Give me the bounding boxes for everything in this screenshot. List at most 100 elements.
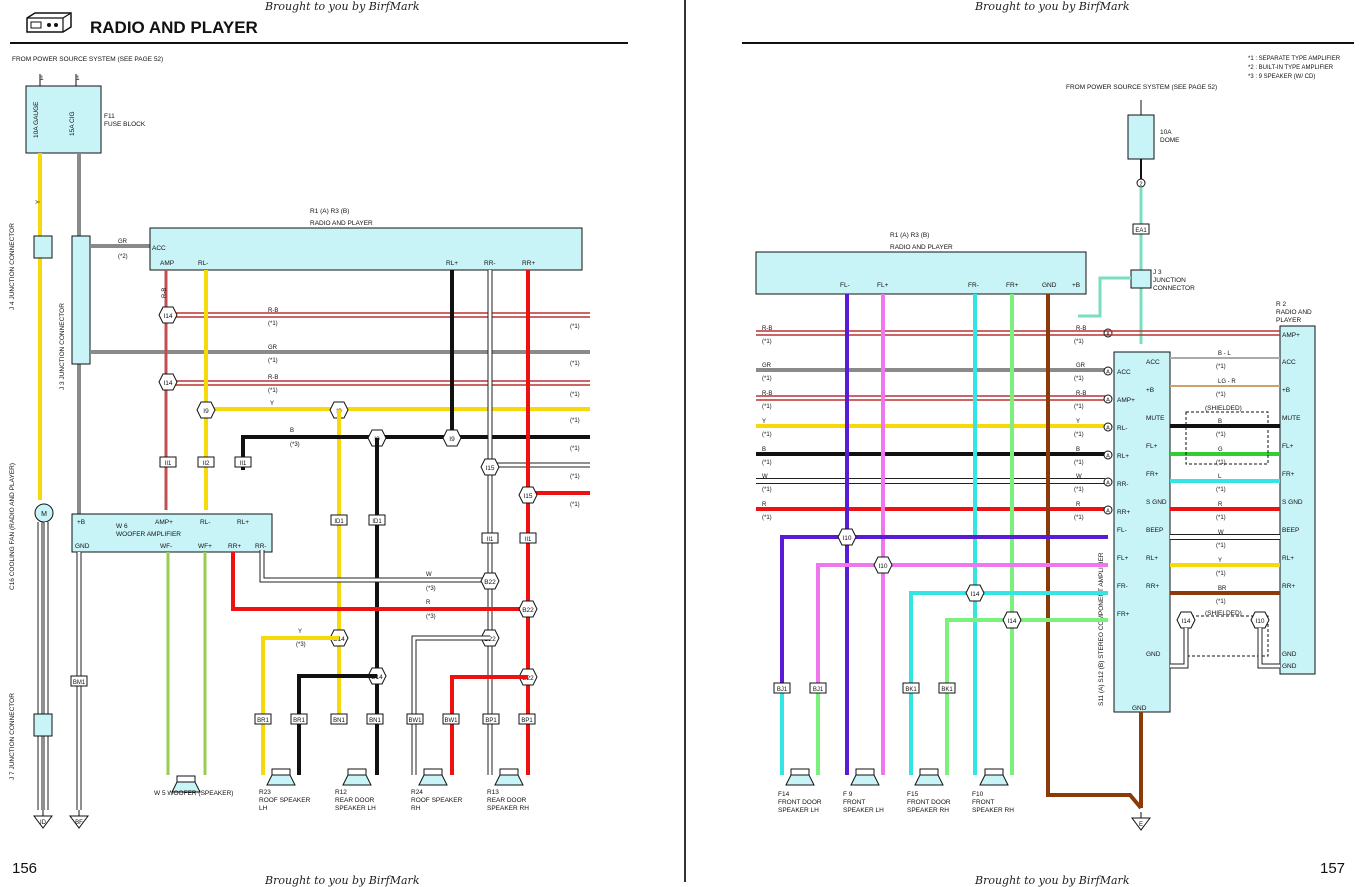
right-node-i10c bbox=[1250, 611, 1270, 629]
left-w-amp-label: W bbox=[426, 572, 432, 578]
right-spk-frontdoorrh-id: F15 bbox=[907, 791, 919, 798]
left-rb2-note: (*1) bbox=[268, 388, 278, 394]
right-j3-name2: CONNECTOR bbox=[1153, 285, 1195, 292]
left-spk-roofrh-conn-b bbox=[442, 713, 460, 725]
left-radio-pin-rlm: RL- bbox=[198, 260, 208, 267]
left-edge-note-1: (*1) bbox=[570, 361, 580, 367]
left-radio-name: RADIO AND PLAYER bbox=[310, 220, 373, 227]
left-spk-reardoorrh-conn-a-label: BP1 bbox=[485, 718, 497, 724]
right-spk-frontdoorrh-top bbox=[919, 768, 939, 776]
left-conn-id1-20 bbox=[368, 514, 386, 526]
left-fuse-block bbox=[25, 85, 102, 154]
left-y-roof-label: Y bbox=[298, 629, 302, 635]
left-spk-reardoorrh-cone bbox=[494, 774, 524, 786]
right-bus-1-label2: GR bbox=[1076, 363, 1086, 369]
right-bus-1-note2: (*1) bbox=[1074, 376, 1084, 382]
left-conn-ii1-17 bbox=[481, 532, 499, 544]
right-bus-5-pin bbox=[1103, 477, 1113, 487]
right-bus-5-pin-label: A bbox=[1106, 481, 1110, 487]
left-fuse1-pin: 1 bbox=[40, 75, 44, 82]
left-conn-ii1-18-label: II1 bbox=[525, 537, 532, 543]
left-node-b14a-label: B14 bbox=[333, 636, 345, 643]
right-amp-lpin-9: FR+ bbox=[1117, 611, 1130, 618]
right-r2-pin-8: RR+ bbox=[1282, 583, 1295, 590]
left-node-b22a-label: B22 bbox=[484, 579, 496, 586]
left-woofer-speaker-cone bbox=[171, 781, 201, 793]
right-bus-3-note: (*1) bbox=[762, 432, 772, 438]
right-amp-rpin-2: MUTE bbox=[1146, 415, 1165, 422]
left-node-i14a bbox=[158, 306, 178, 324]
left-spk-reardoorrh-conn-a bbox=[482, 713, 500, 725]
left-woofer-amp bbox=[71, 513, 273, 553]
header-credit-left: Brought to you by BirfMark bbox=[265, 0, 420, 13]
right-wire-wb-gnd1-outline bbox=[1170, 628, 1189, 669]
right-node-i14b bbox=[1002, 611, 1022, 629]
left-spk-rooflh-name2: LH bbox=[259, 805, 268, 812]
left-fan-motor-m: M bbox=[41, 511, 47, 518]
left-conn-bm1-label: BM1 bbox=[73, 680, 86, 686]
left-fuse-block-name: FUSE BLOCK bbox=[104, 121, 146, 128]
left-node-i9d bbox=[442, 429, 462, 447]
left-conn-ii1-15-label: II1 bbox=[165, 461, 172, 467]
right-bus-3-pin-label: A bbox=[1106, 426, 1110, 432]
left-b-bus-label: B bbox=[290, 428, 294, 434]
left-node-b22d-label: B22 bbox=[522, 675, 534, 682]
left-wire-r-roofrh bbox=[450, 675, 528, 775]
left-conn-ii2 bbox=[197, 456, 215, 468]
right-bus-3-label2: Y bbox=[1076, 419, 1080, 425]
right-radio-id: R1 (A) R3 (B) bbox=[890, 232, 929, 239]
left-node-i15a bbox=[480, 458, 500, 476]
right-legend-0: *1 : SEPARATE TYPE AMPLIFIER bbox=[1248, 56, 1341, 62]
left-wire-y-rooflh bbox=[261, 636, 339, 775]
right-radio-pin-frm: FR- bbox=[968, 282, 979, 289]
right-legend-1: *2 : BUILT-IN TYPE AMPLIFIER bbox=[1248, 65, 1334, 71]
right-radio-box bbox=[755, 251, 1087, 295]
left-y-roof-note: (*3) bbox=[296, 642, 306, 648]
left-j3-connector bbox=[71, 235, 91, 365]
right-amp-lpin-5: RR+ bbox=[1117, 509, 1130, 516]
left-r-amp-note: (*3) bbox=[426, 614, 436, 620]
right-bus-2-pin-label: A bbox=[1106, 398, 1110, 404]
title-rule-left bbox=[10, 42, 628, 44]
right-amp-rpin-1: +B bbox=[1146, 387, 1154, 394]
right-r2-pin-9: GND bbox=[1282, 651, 1297, 658]
right-r2-box bbox=[1279, 325, 1316, 675]
left-spk-roofrh-conn-a bbox=[406, 713, 424, 725]
right-spk-frontlh-cone bbox=[850, 774, 880, 786]
left-amp-pin-b: +B bbox=[77, 519, 85, 526]
left-ground-id bbox=[33, 810, 53, 829]
right-node-i10b bbox=[873, 556, 893, 574]
right-amp-rpin-7: RL+ bbox=[1146, 555, 1158, 562]
left-j4-label: J 4 JUNCTION CONNECTOR bbox=[9, 223, 16, 310]
right-wire-l-amp bbox=[909, 591, 1108, 690]
right-fuse-amp: 10A bbox=[1160, 129, 1172, 136]
right-amp-rpin-0: ACC bbox=[1146, 359, 1160, 366]
right-legend-2: *3 : 9 SPEAKER (W/ CD) bbox=[1248, 74, 1315, 80]
right-spk-frontrh-id: F10 bbox=[972, 791, 984, 798]
right-radio-pin-flm: FL- bbox=[840, 282, 850, 289]
right-r2wire-4-label: L bbox=[1218, 474, 1222, 480]
right-bus-5-note: (*1) bbox=[762, 487, 772, 493]
left-node-b22c-label: B22 bbox=[522, 607, 534, 614]
left-radio-id: R1 (A) R3 (B) bbox=[310, 208, 349, 215]
right-bus-2-note: (*1) bbox=[762, 404, 772, 410]
right-r2wire-2-label: B bbox=[1218, 419, 1222, 425]
right-conn-bj1a bbox=[773, 682, 791, 694]
left-spk-rooflh-conn-a bbox=[254, 713, 272, 725]
left-woofer-label: W 5 WOOFER (SPEAKER) bbox=[154, 790, 233, 797]
right-node-i14c bbox=[1176, 611, 1196, 629]
right-r2-pin-4: FR+ bbox=[1282, 471, 1295, 478]
left-conn-id1-19-label: ID1 bbox=[334, 519, 344, 525]
left-spk-reardoorlh-name1: REAR DOOR bbox=[335, 797, 375, 804]
right-node-i14a-label: I14 bbox=[970, 591, 979, 598]
left-j3-label: J 3 JUNCTION CONNECTOR bbox=[59, 303, 66, 390]
left-rb1-note: (*1) bbox=[268, 321, 278, 327]
right-shield-bottom-label: (SHIELDED) bbox=[1205, 610, 1242, 617]
left-spk-rooflh-conn-b-label: BR1 bbox=[293, 718, 305, 724]
left-node-i14b bbox=[158, 373, 178, 391]
left-radio-pin-rrp: RR+ bbox=[522, 260, 535, 267]
right-r2wire-0-label: B - L bbox=[1218, 351, 1231, 357]
left-note2-a: (*2) bbox=[118, 254, 128, 260]
left-conn-ii1-15 bbox=[159, 456, 177, 468]
right-fuse-dome bbox=[1127, 114, 1155, 160]
